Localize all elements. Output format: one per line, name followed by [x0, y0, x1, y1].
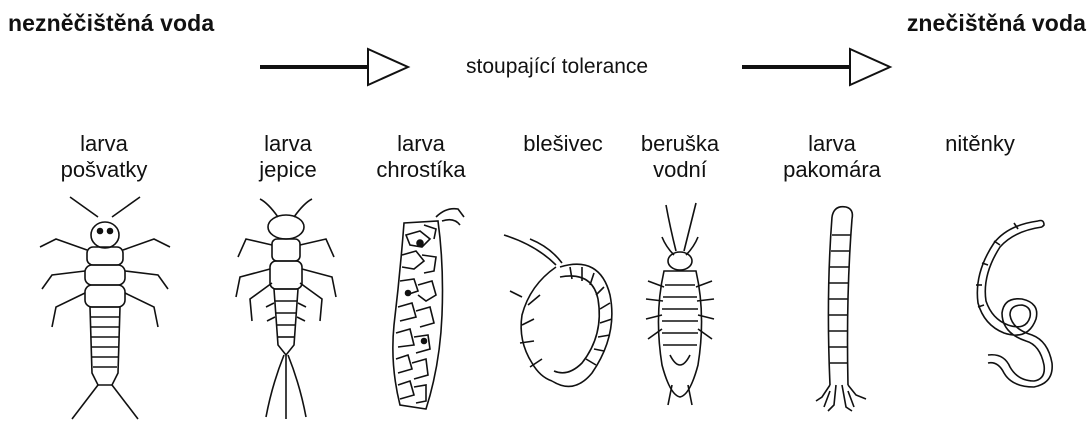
organism-label-line: beruška: [641, 131, 719, 157]
organism-label-line: blešivec: [523, 131, 602, 157]
organism-label-line: larva: [376, 131, 465, 157]
organism-label-amphipod: blešivec: [523, 131, 602, 157]
midge-larva-icon: [812, 195, 872, 420]
caddisfly-larva-icon: [386, 195, 470, 420]
organism-label-tubifex: nitěnky: [945, 131, 1015, 157]
organism-label-line: pošvatky: [61, 157, 148, 183]
organism-label-mayfly: larva jepice: [259, 131, 316, 183]
organism-label-caddisfly: larva chrostíka: [376, 131, 465, 183]
amphipod-icon: [500, 195, 626, 405]
polluted-water-label: znečištěná voda: [907, 10, 1086, 37]
mayfly-larva-icon: [232, 195, 342, 420]
organism-label-line: larva: [61, 131, 148, 157]
arrow-right-icon: [740, 46, 895, 88]
organism-label-midge: larva pakomára: [783, 131, 881, 183]
organism-label-line: larva: [259, 131, 316, 157]
organism-label-line: chrostíka: [376, 157, 465, 183]
clean-water-label: nezněčištěná voda: [8, 10, 214, 37]
organism-label-line: nitěnky: [945, 131, 1015, 157]
organism-label-line: larva: [783, 131, 881, 157]
arrow-right-icon: [258, 46, 413, 88]
organism-label-stonefly: larva pošvatky: [61, 131, 148, 183]
tubifex-worm-icon: [948, 195, 1068, 395]
tolerance-label: stoupající tolerance: [466, 55, 648, 79]
organism-label-line: jepice: [259, 157, 316, 183]
stonefly-larva-icon: [38, 195, 173, 420]
water-louse-icon: [640, 195, 720, 420]
organism-label-line: pakomára: [783, 157, 881, 183]
organism-label-line: vodní: [641, 157, 719, 183]
organism-label-water-louse: beruška vodní: [641, 131, 719, 183]
